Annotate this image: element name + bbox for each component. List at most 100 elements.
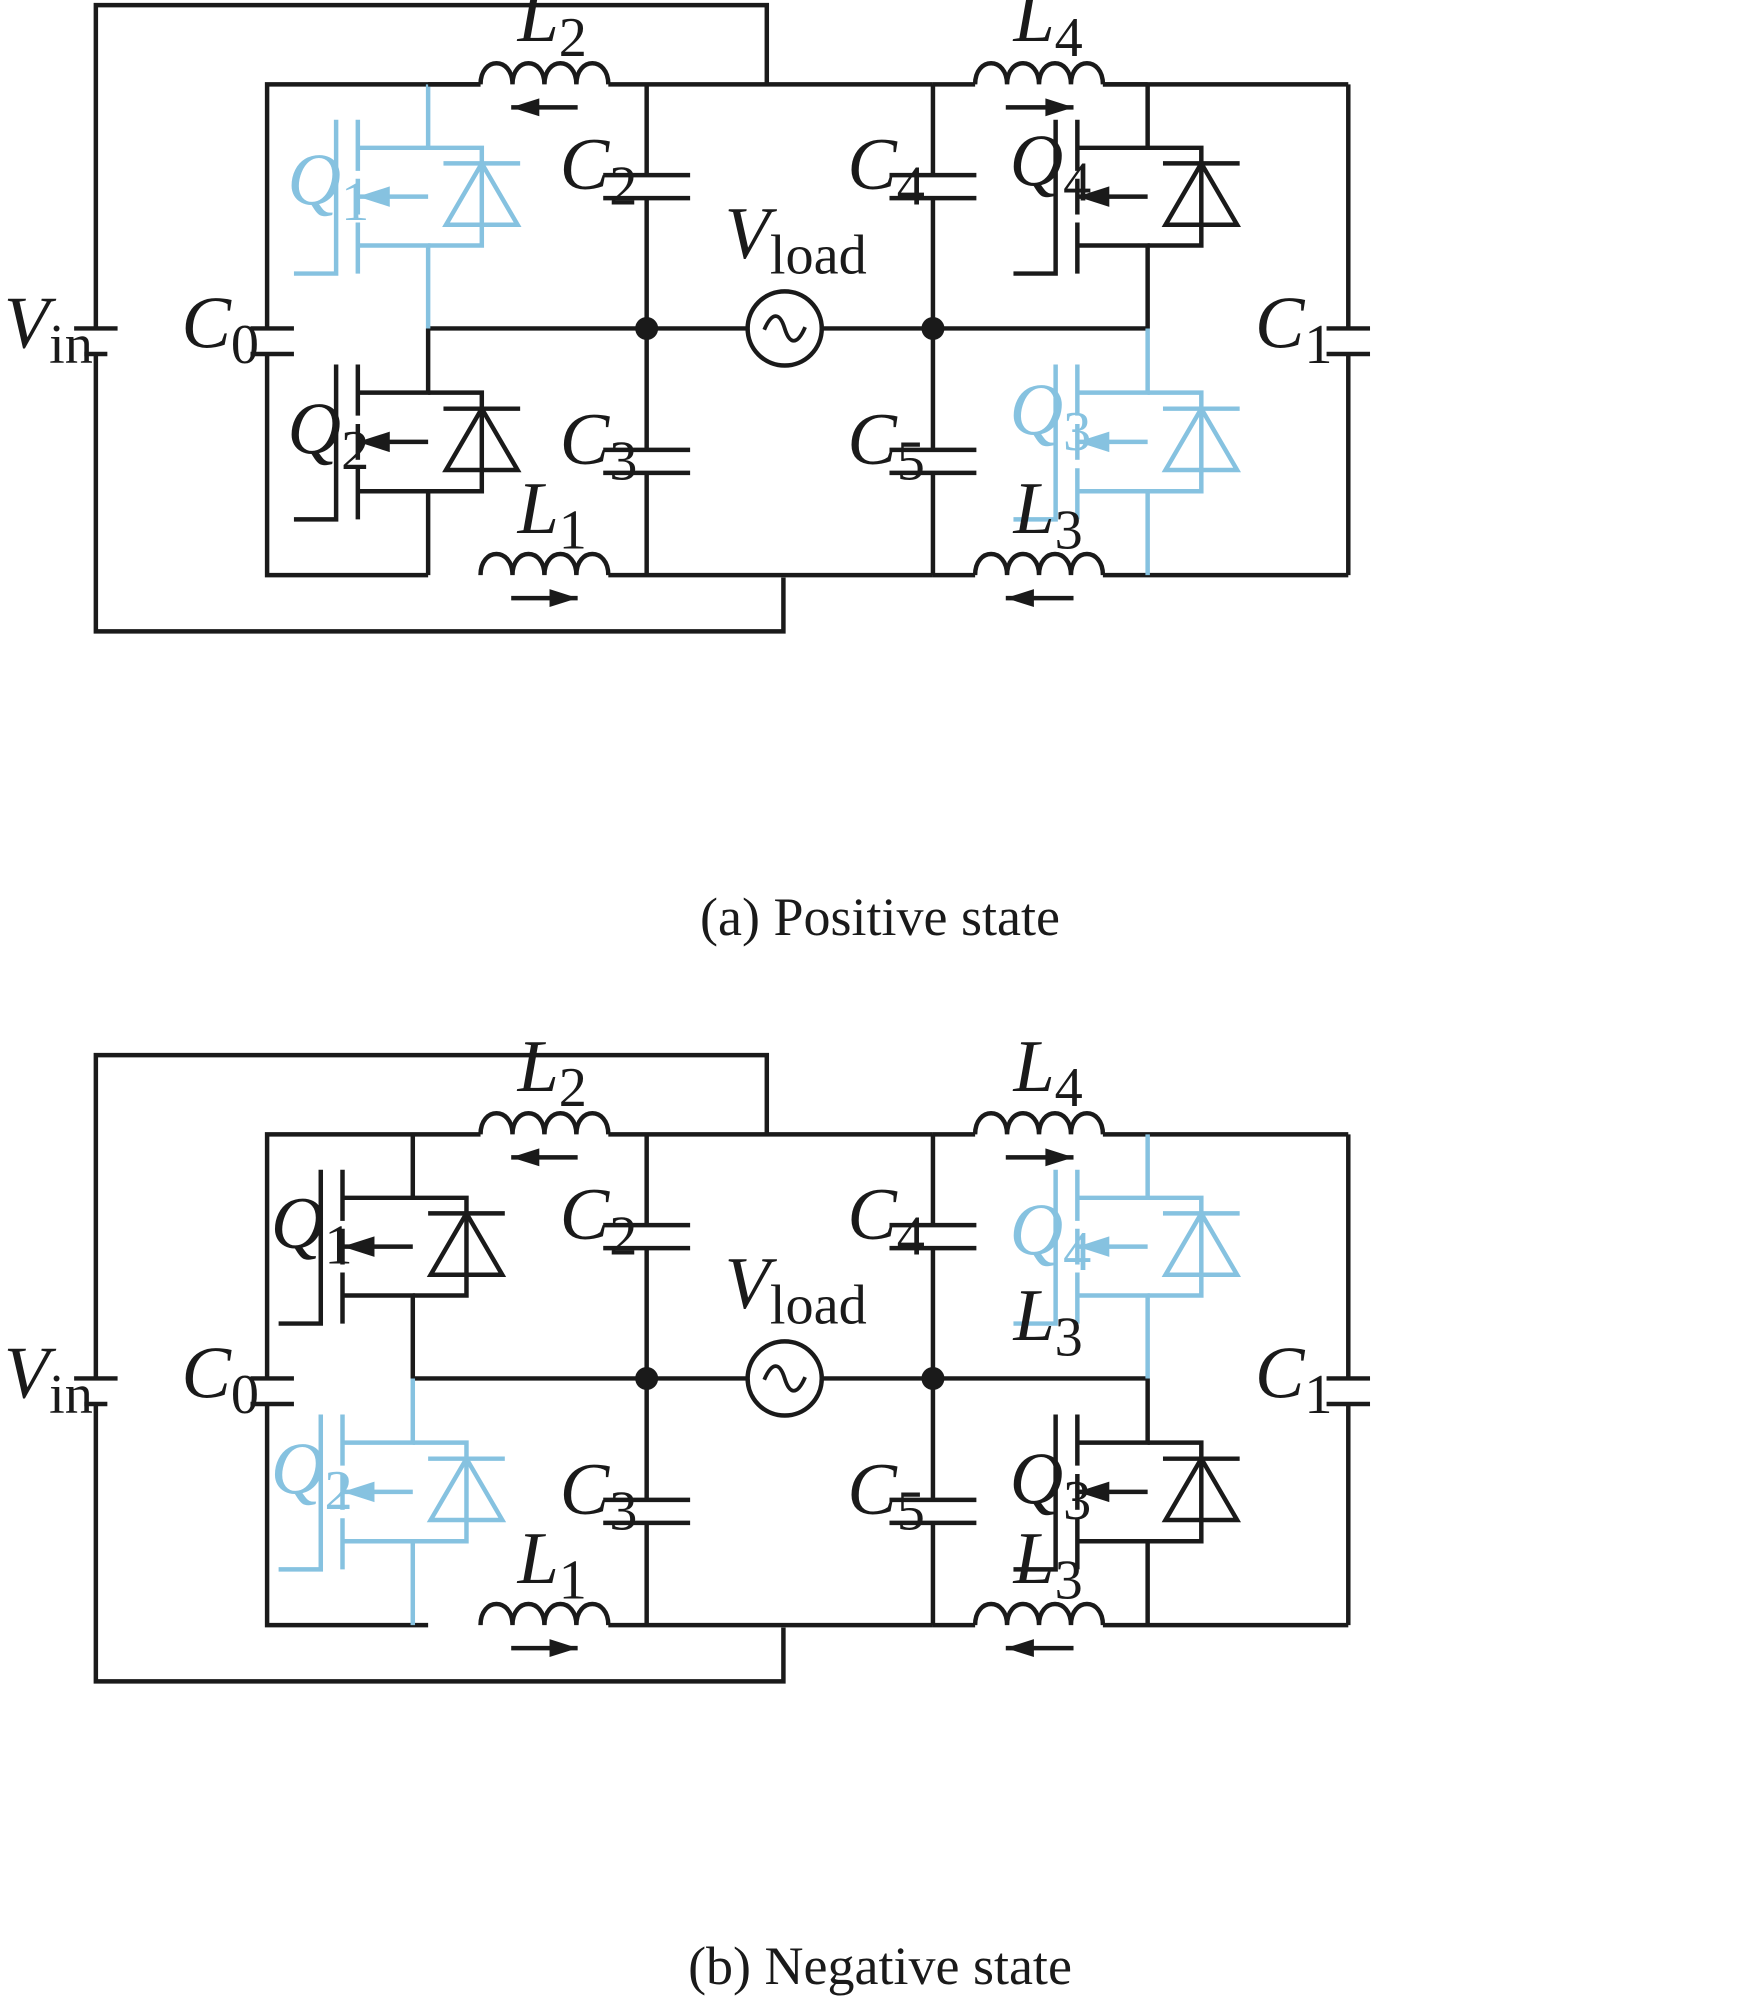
mosfet-arrow bbox=[1077, 186, 1110, 207]
mosfet-q1 bbox=[278, 1134, 507, 1379]
label-l4-main: L bbox=[1012, 0, 1054, 58]
label-c0-main: C bbox=[181, 1333, 232, 1415]
label-l3-mid-main: L bbox=[1012, 1275, 1054, 1357]
label-c4-subscript: 4 bbox=[897, 155, 925, 217]
label-c0: C0 bbox=[181, 1333, 259, 1426]
wire bbox=[264, 1132, 481, 1379]
label-c3: C3 bbox=[560, 1449, 638, 1542]
label-c2: C2 bbox=[560, 1174, 638, 1267]
label-q4: Q4 bbox=[1010, 120, 1092, 213]
arrowhead bbox=[511, 98, 540, 117]
arrowhead bbox=[511, 1148, 540, 1167]
inductor-l2 bbox=[478, 61, 611, 85]
label-q2-main: Q bbox=[271, 1428, 325, 1510]
label-l2-subscript: 2 bbox=[559, 7, 587, 69]
label-q1-main: Q bbox=[288, 139, 342, 221]
vin-top-wire bbox=[93, 2, 770, 329]
label-l2-main: L bbox=[517, 1026, 559, 1108]
label-l4: L4 bbox=[1012, 0, 1082, 69]
label-q3-subscript: 3 bbox=[1063, 1470, 1091, 1532]
label-c2-main: C bbox=[560, 124, 611, 206]
label-q3: Q3 bbox=[1010, 370, 1092, 463]
mosfet-source bbox=[1077, 1293, 1150, 1379]
wire bbox=[264, 354, 429, 578]
mosfet-source bbox=[357, 243, 431, 329]
mosfet-source bbox=[1077, 489, 1150, 576]
label-c3-main: C bbox=[560, 399, 611, 481]
label-vload-subscript: load bbox=[770, 1274, 867, 1336]
label-c3: C3 bbox=[560, 399, 638, 492]
label-c5-subscript: 5 bbox=[897, 1480, 925, 1542]
mosfet-gate bbox=[278, 1169, 324, 1326]
label-vload-main: V bbox=[725, 1243, 778, 1325]
mosfet-drain bbox=[357, 328, 431, 395]
label-q2: Q2 bbox=[288, 389, 370, 482]
mosfet-gate bbox=[1013, 119, 1058, 276]
mosfet-gate bbox=[278, 1414, 324, 1572]
inductor-l2 bbox=[478, 1111, 611, 1135]
label-c1-main: C bbox=[1255, 1333, 1306, 1415]
label-c5-main: C bbox=[847, 399, 898, 481]
label-l2-subscript: 2 bbox=[559, 1057, 587, 1119]
diode-wire bbox=[412, 1440, 469, 1544]
label-l4: L4 bbox=[1012, 1026, 1082, 1119]
label-q1-main: Q bbox=[271, 1183, 325, 1265]
label-c1: C1 bbox=[1255, 1333, 1333, 1426]
label-c5-subscript: 5 bbox=[897, 430, 925, 492]
label-l1-main: L bbox=[517, 468, 559, 550]
diode-wire bbox=[1147, 1440, 1204, 1544]
diode-wire bbox=[428, 390, 485, 494]
arrowhead bbox=[1005, 1639, 1034, 1658]
mosfet-gate bbox=[1013, 364, 1058, 522]
label-c2-main: C bbox=[560, 1174, 611, 1256]
diode-triangle bbox=[442, 158, 522, 227]
arrowhead bbox=[1005, 589, 1034, 608]
label-q2-subscript: 2 bbox=[341, 420, 369, 482]
label-c4-subscript: 4 bbox=[897, 1205, 925, 1267]
diode-triangle bbox=[426, 1454, 507, 1523]
label-l3-subscript: 3 bbox=[1055, 1549, 1083, 1611]
label-c0: C0 bbox=[181, 283, 259, 376]
diode-triangle bbox=[426, 1208, 507, 1277]
wire bbox=[264, 1404, 429, 1628]
mosfet-source bbox=[1077, 243, 1150, 329]
label-c1-subscript: 1 bbox=[1304, 314, 1332, 376]
mosfet-q3 bbox=[1013, 1378, 1241, 1626]
label-vin: Vin bbox=[4, 1333, 93, 1426]
mosfet-drain bbox=[1077, 84, 1150, 151]
mosfet-drain bbox=[1077, 1378, 1150, 1445]
label-vin-subscript: in bbox=[49, 314, 93, 376]
label-l3-subscript: 3 bbox=[1055, 499, 1083, 561]
label-c3-subscript: 3 bbox=[609, 430, 637, 492]
mosfet-q4 bbox=[1013, 84, 1241, 329]
label-c2-subscript: 2 bbox=[609, 1205, 637, 1267]
arrowhead bbox=[549, 589, 578, 608]
mosfet-q4 bbox=[1013, 1134, 1241, 1379]
inductor-l1 bbox=[478, 1601, 611, 1626]
label-q2: Q2 bbox=[271, 1428, 353, 1521]
label-vload: Vload bbox=[725, 1243, 867, 1336]
inductor-l4 bbox=[972, 1111, 1106, 1135]
label-q1: Q1 bbox=[271, 1183, 353, 1276]
label-q4-main: Q bbox=[1010, 120, 1064, 202]
mosfet-gate bbox=[293, 119, 339, 276]
label-c3-main: C bbox=[560, 1449, 611, 1531]
mosfet-gate bbox=[1013, 1169, 1058, 1326]
diode-wire bbox=[412, 1195, 469, 1298]
label-l3: L3 bbox=[1012, 1518, 1082, 1611]
mosfet-q3 bbox=[1013, 328, 1241, 576]
label-q4-subscript: 4 bbox=[1063, 152, 1091, 214]
label-q1: Q1 bbox=[288, 139, 370, 232]
junction-dot bbox=[921, 1366, 945, 1390]
label-l1-subscript: 1 bbox=[559, 1549, 587, 1611]
label-q4: Q4 bbox=[1010, 1189, 1092, 1282]
mosfet-arrow bbox=[357, 186, 390, 207]
inductor-l1 bbox=[478, 551, 611, 576]
inductor-l3 bbox=[972, 1601, 1106, 1626]
sine-wave-icon bbox=[762, 314, 807, 343]
label-c4: C4 bbox=[847, 1174, 925, 1267]
diode-triangle bbox=[442, 404, 522, 473]
